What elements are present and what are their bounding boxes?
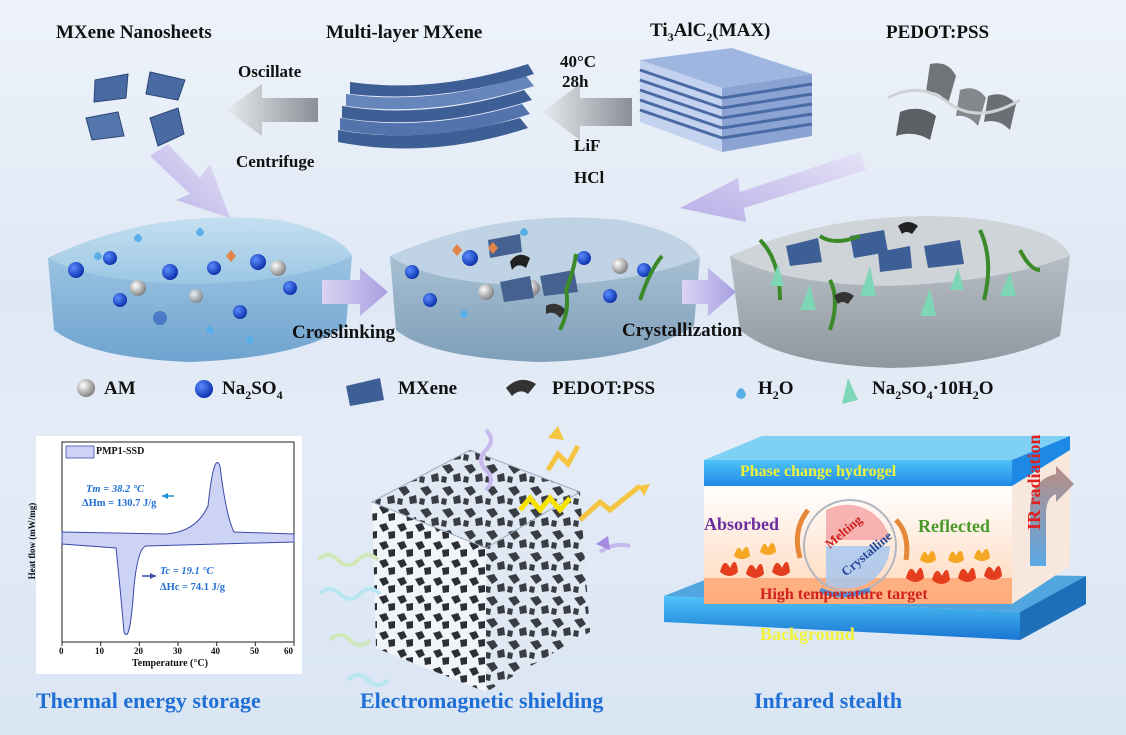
- legend-na2so4-label: Na2SO4: [222, 378, 283, 402]
- caption-infrared-stealth: Infrared stealth: [754, 688, 903, 713]
- pedot-to-gel-arrow: [680, 152, 866, 222]
- dsc-xtick: 30: [173, 646, 182, 656]
- dsc-xtick: 60: [284, 646, 293, 656]
- dsc-tm: Tm = 38.2 °C: [86, 484, 145, 495]
- mxene-nanosheets-illustration: [85, 71, 186, 147]
- hydrogel-crystallized: [730, 216, 1070, 368]
- dsc-xtick: 0: [59, 646, 64, 656]
- legend-h2o-label: H2O: [758, 378, 794, 402]
- label-pedot-pss: PEDOT:PSS: [886, 22, 990, 43]
- emi-shielding-cube: [316, 426, 650, 692]
- label-hcl: HCl: [574, 168, 605, 187]
- dsc-legend-label: PMP1-SSD: [96, 446, 145, 457]
- dsc-xtick: 10: [95, 646, 104, 656]
- dsc-tc: Tc = 19.1 °C: [160, 566, 214, 577]
- label-centrifuge: Centrifuge: [236, 152, 315, 171]
- dsc-xtick: 50: [250, 646, 259, 656]
- dsc-hc: ΔHc = 74.1 J/g: [160, 582, 226, 593]
- legend-mxene-icon: [346, 378, 384, 406]
- max-phase-stack-illustration: [639, 48, 813, 152]
- etching-arrow: [542, 84, 632, 140]
- legend-na2so4-icon: [195, 380, 213, 398]
- caption-thermal-energy-storage: Thermal energy storage: [36, 688, 261, 713]
- dsc-xtick: 20: [134, 646, 143, 656]
- infrared-stealth-illustration: [664, 436, 1086, 640]
- oscillate-arrow: [226, 84, 318, 136]
- dsc-plot: [61, 441, 295, 646]
- legend-am-icon: [77, 379, 95, 397]
- legend-hydrate-icon: [842, 378, 858, 404]
- crystallization-arrow: [682, 268, 736, 316]
- label-max-phase: Ti3AlC2(MAX): [650, 20, 771, 44]
- nanosheet-to-gel-arrow: [150, 144, 230, 218]
- crosslinking-arrow: [322, 268, 388, 316]
- dsc-hm: ΔHm = 130.7 J/g: [82, 498, 157, 509]
- label-oscillate: Oscillate: [238, 62, 302, 81]
- hydrogel-crosslinked: [390, 217, 700, 362]
- label-ir-radiation: IR radiation: [1024, 434, 1044, 530]
- legend-mxene-label: MXene: [398, 378, 458, 399]
- label-lif: LiF: [574, 136, 601, 155]
- caption-electromagnetic-shielding: Electromagnetic shielding: [360, 688, 604, 713]
- label-crystallization: Crystallization: [622, 320, 743, 341]
- pedot-pss-illustration: [887, 63, 1021, 140]
- dsc-xtick: 40: [211, 646, 220, 656]
- dsc-xlabel: Temperature (°C): [132, 658, 208, 669]
- label-reflected: Reflected: [918, 516, 990, 536]
- legend-hydrate-label: Na2SO4·10H2O: [872, 378, 994, 402]
- label-crosslinking: Crosslinking: [292, 322, 396, 343]
- label-mxene-nanosheets: MXene Nanosheets: [56, 22, 212, 43]
- legend-h2o-icon: [736, 388, 746, 399]
- label-background: Background: [760, 624, 855, 644]
- label-temperature: 40°C: [560, 52, 597, 71]
- legend-pedot-label: PEDOT:PSS: [552, 378, 656, 399]
- dsc-graph-panel: PMP1-SSD Tm = 38.2 °C ΔHm = 130.7 J/g Tc…: [27, 436, 302, 674]
- hydrogel-initial: [48, 217, 352, 362]
- label-multilayer-mxene: Multi-layer MXene: [326, 22, 483, 43]
- legend-pedot-icon: [506, 379, 536, 396]
- label-absorbed: Absorbed: [704, 514, 780, 534]
- label-high-temperature-target: High temperature target: [760, 586, 928, 603]
- label-time: 28h: [562, 72, 589, 91]
- dsc-ylabel: Heat flow (mW/mg): [27, 502, 38, 580]
- legend-am-label: AM: [104, 378, 136, 399]
- label-phase-change-hydrogel: Phase change hydrogel: [740, 463, 897, 480]
- multilayer-mxene-illustration: [338, 64, 534, 149]
